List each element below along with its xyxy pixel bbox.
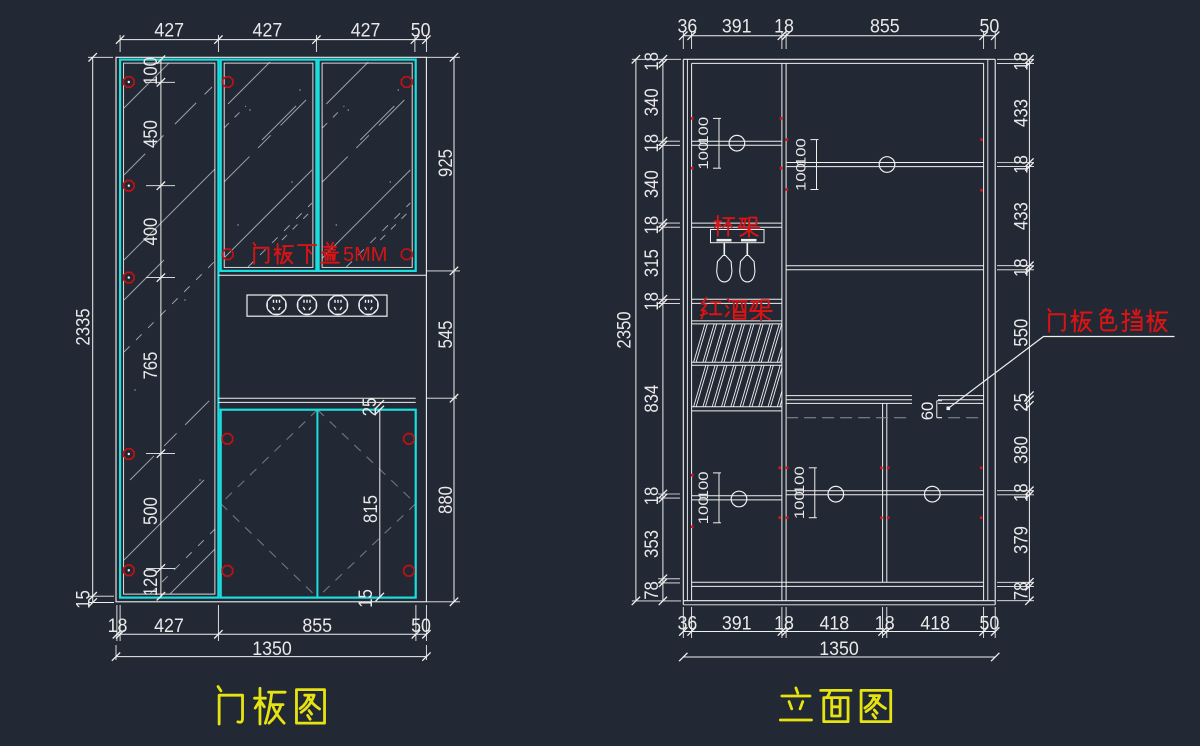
svg-text:427: 427 <box>351 20 381 41</box>
svg-text:18: 18 <box>642 52 663 71</box>
svg-text:391: 391 <box>722 614 752 635</box>
svg-text:340: 340 <box>642 170 663 198</box>
svg-text:418: 418 <box>819 614 849 635</box>
svg-text:380: 380 <box>1012 436 1033 464</box>
svg-text:25: 25 <box>360 398 381 417</box>
svg-text:880: 880 <box>436 486 457 514</box>
svg-text:353: 353 <box>642 530 663 558</box>
svg-text:391: 391 <box>722 16 752 37</box>
svg-text:60: 60 <box>918 402 937 421</box>
svg-text:100: 100 <box>791 466 807 494</box>
svg-text:427: 427 <box>253 20 283 41</box>
svg-text:18: 18 <box>642 292 663 311</box>
svg-text:18: 18 <box>1012 52 1033 71</box>
svg-text:545: 545 <box>436 321 457 349</box>
svg-text:18: 18 <box>642 134 663 153</box>
svg-text:427: 427 <box>154 20 184 41</box>
svg-text:418: 418 <box>920 614 950 635</box>
svg-text:18: 18 <box>875 614 895 635</box>
svg-text:450: 450 <box>141 120 162 148</box>
svg-text:18: 18 <box>1012 483 1033 502</box>
svg-text:315: 315 <box>642 249 663 277</box>
svg-text:100: 100 <box>695 471 711 499</box>
svg-text:100: 100 <box>141 57 162 85</box>
svg-text:1350: 1350 <box>252 639 292 660</box>
svg-text:815: 815 <box>361 495 382 523</box>
svg-text:15: 15 <box>356 589 377 608</box>
svg-text:100: 100 <box>793 163 809 191</box>
svg-text:100: 100 <box>793 138 809 166</box>
svg-text:78: 78 <box>1012 582 1033 601</box>
svg-text:18: 18 <box>642 216 663 235</box>
svg-text:50: 50 <box>411 616 431 637</box>
svg-text:340: 340 <box>642 88 663 116</box>
svg-text:15: 15 <box>74 590 95 609</box>
svg-text:100: 100 <box>695 496 711 524</box>
svg-text:18: 18 <box>1012 258 1033 277</box>
svg-text:427: 427 <box>154 616 184 637</box>
svg-text:100: 100 <box>791 491 807 519</box>
svg-text:18: 18 <box>642 487 663 506</box>
svg-text:50: 50 <box>411 20 431 41</box>
svg-text:500: 500 <box>141 497 162 525</box>
svg-text:50: 50 <box>980 16 1000 37</box>
svg-text:855: 855 <box>870 16 900 37</box>
svg-text:18: 18 <box>108 616 128 637</box>
svg-text:433: 433 <box>1012 202 1033 230</box>
svg-text:100: 100 <box>695 117 711 145</box>
svg-text:18: 18 <box>1012 155 1033 174</box>
svg-text:36: 36 <box>678 16 698 37</box>
svg-text:550: 550 <box>1012 319 1033 347</box>
svg-text:2335: 2335 <box>74 308 95 345</box>
svg-text:834: 834 <box>642 384 663 412</box>
svg-text:50: 50 <box>980 614 1000 635</box>
svg-text:100: 100 <box>695 141 711 169</box>
svg-text:25: 25 <box>1012 393 1033 412</box>
svg-text:120: 120 <box>141 568 162 596</box>
svg-text:18: 18 <box>774 614 794 635</box>
svg-text:78: 78 <box>642 581 663 600</box>
svg-text:400: 400 <box>141 218 162 246</box>
svg-text:18: 18 <box>774 16 794 37</box>
svg-text:433: 433 <box>1012 99 1033 127</box>
svg-text:1350: 1350 <box>819 639 859 660</box>
svg-text:36: 36 <box>678 614 698 635</box>
svg-text:2350: 2350 <box>615 311 636 348</box>
svg-text:855: 855 <box>302 616 332 637</box>
svg-text:5MM: 5MM <box>343 244 387 266</box>
svg-text:765: 765 <box>141 352 162 380</box>
svg-text:379: 379 <box>1012 526 1033 554</box>
svg-text:925: 925 <box>436 149 457 177</box>
